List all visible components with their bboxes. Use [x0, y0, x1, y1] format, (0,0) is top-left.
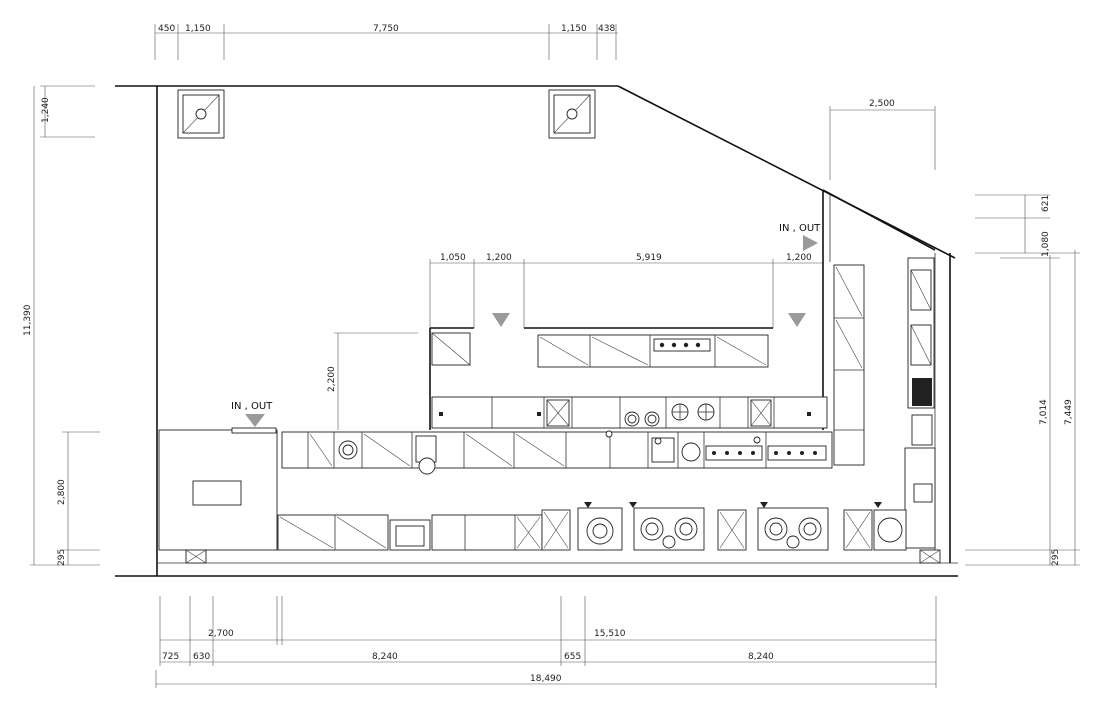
- dim-top-2: 1,150: [185, 24, 211, 34]
- right-wing-equipment: [833, 257, 936, 549]
- dim-island-1050: 1,050: [440, 253, 466, 263]
- island-top-shelf: [429, 327, 773, 430]
- dim-top-3: 7,750: [373, 24, 399, 34]
- dim-left-2200: 2,200: [327, 366, 337, 392]
- dim-right-7014: 7,014: [1039, 399, 1049, 425]
- dim-bottom-2700: 2,700: [208, 629, 234, 639]
- floor-drains: [185, 549, 941, 564]
- dim-bottom-8240b: 8,240: [748, 652, 774, 662]
- dim-bottom-655: 655: [564, 652, 581, 662]
- dim-island-5919: 5,919: [636, 253, 662, 263]
- arrow-down-icon: [788, 313, 806, 327]
- dim-left-11390: 11,390: [23, 304, 33, 336]
- dim-island-1200a: 1,200: [486, 253, 512, 263]
- dim-bottom-630: 630: [193, 652, 210, 662]
- dim-left-1240: 1,240: [41, 97, 51, 123]
- right-dimension-lines: [829, 106, 1080, 566]
- building-outline: [115, 85, 958, 577]
- dim-bottom-8240a: 8,240: [372, 652, 398, 662]
- left-dimension-lines: [30, 85, 418, 566]
- column-left: [177, 89, 225, 139]
- dim-left-2800: 2,800: [57, 479, 67, 505]
- dim-top-4: 1,150: [561, 24, 587, 34]
- column-right: [548, 89, 596, 139]
- dim-right-1080: 1,080: [1041, 231, 1051, 257]
- bottom-dimension-lines: [155, 596, 937, 688]
- arrow-down-icon: [245, 414, 265, 427]
- dim-bottom-725: 725: [162, 652, 179, 662]
- cooking-line-front: [158, 427, 833, 551]
- dim-island-1200b: 1,200: [786, 253, 812, 263]
- dim-bottom-15510: 15,510: [594, 629, 626, 639]
- dim-top-1: 450: [158, 24, 175, 34]
- cooking-line-bottom: [277, 502, 907, 551]
- island-upper-row: [431, 396, 828, 429]
- top-dimension-line: [154, 24, 618, 60]
- dim-right-621: 621: [1041, 195, 1051, 212]
- arrow-right-icon: [803, 235, 818, 251]
- in-out-label-right: IN , OUT: [779, 223, 821, 234]
- dim-right-295: 295: [1051, 549, 1061, 566]
- arrow-down-icon: [492, 313, 510, 327]
- dim-right-7449: 7,449: [1064, 399, 1074, 425]
- in-out-label-left: IN , OUT: [231, 401, 273, 412]
- dim-bottom-18490: 18,490: [530, 674, 562, 684]
- dim-top-5: 438: [598, 24, 615, 34]
- dim-left-295: 295: [57, 549, 67, 566]
- island-dimension-line: [429, 259, 824, 328]
- dim-right-2500: 2,500: [869, 99, 895, 109]
